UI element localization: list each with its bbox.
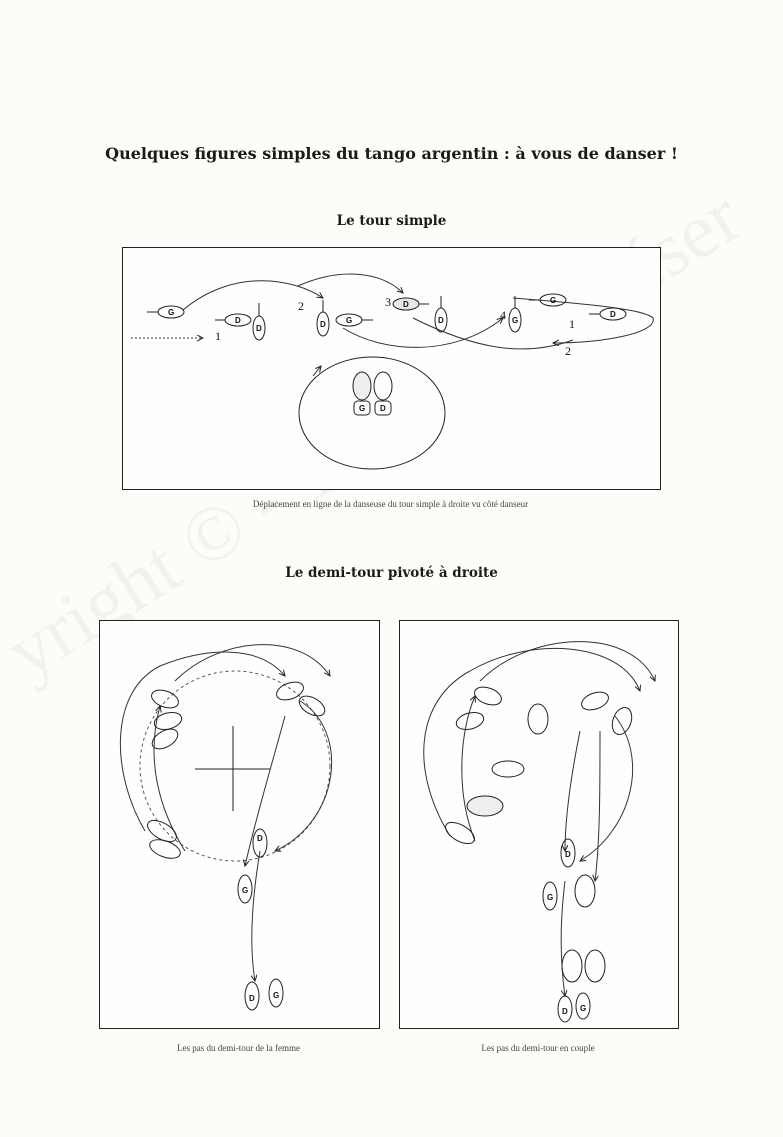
center-foot-pair <box>352 371 393 416</box>
svg-text:G: G <box>346 316 352 325</box>
foot-prints-line <box>147 293 627 341</box>
page-title: Quelques figures simples du tango argent… <box>105 144 678 163</box>
svg-text:D: D <box>256 324 262 333</box>
svg-text:D: D <box>235 316 241 325</box>
svg-text:G: G <box>512 316 518 325</box>
demi-tour-couple-diagram: D G D G <box>399 620 679 1029</box>
svg-text:G: G <box>242 886 248 895</box>
tour-simple-diagram: G D D D G D D G G D 1 2 3 4 1 2 G D <box>122 247 661 490</box>
demi-tour-heading: Le demi-tour pivoté à droite <box>285 565 498 581</box>
step-number: 4 <box>500 308 506 322</box>
svg-text:G: G <box>550 296 556 305</box>
step-number: 2 <box>565 344 571 358</box>
svg-text:D: D <box>438 316 444 325</box>
demi-tour-femme-caption: Les pas du demi-tour de la femme <box>177 1043 300 1053</box>
svg-text:D: D <box>249 994 255 1003</box>
tour-simple-heading: Le tour simple <box>336 213 447 229</box>
svg-text:G: G <box>359 404 365 413</box>
step-number: 1 <box>569 317 575 331</box>
svg-text:D: D <box>257 834 263 843</box>
tour-simple-caption: Déplacement en ligne de la danseuse du t… <box>252 499 529 509</box>
svg-text:D: D <box>403 300 409 309</box>
demi-tour-femme-diagram: D G D G <box>99 620 380 1029</box>
demi-tour-couple-caption: Les pas du demi-tour en couple <box>481 1043 595 1053</box>
svg-text:D: D <box>562 1007 568 1016</box>
step-number: 3 <box>385 295 391 309</box>
svg-text:G: G <box>580 1004 586 1013</box>
svg-text:G: G <box>168 308 174 317</box>
svg-text:D: D <box>565 850 571 859</box>
svg-text:D: D <box>320 320 326 329</box>
svg-text:G: G <box>273 991 279 1000</box>
step-number: 2 <box>298 299 304 313</box>
svg-text:D: D <box>610 310 616 319</box>
svg-text:D: D <box>380 404 386 413</box>
svg-text:G: G <box>547 893 553 902</box>
step-number: 1 <box>215 329 221 343</box>
